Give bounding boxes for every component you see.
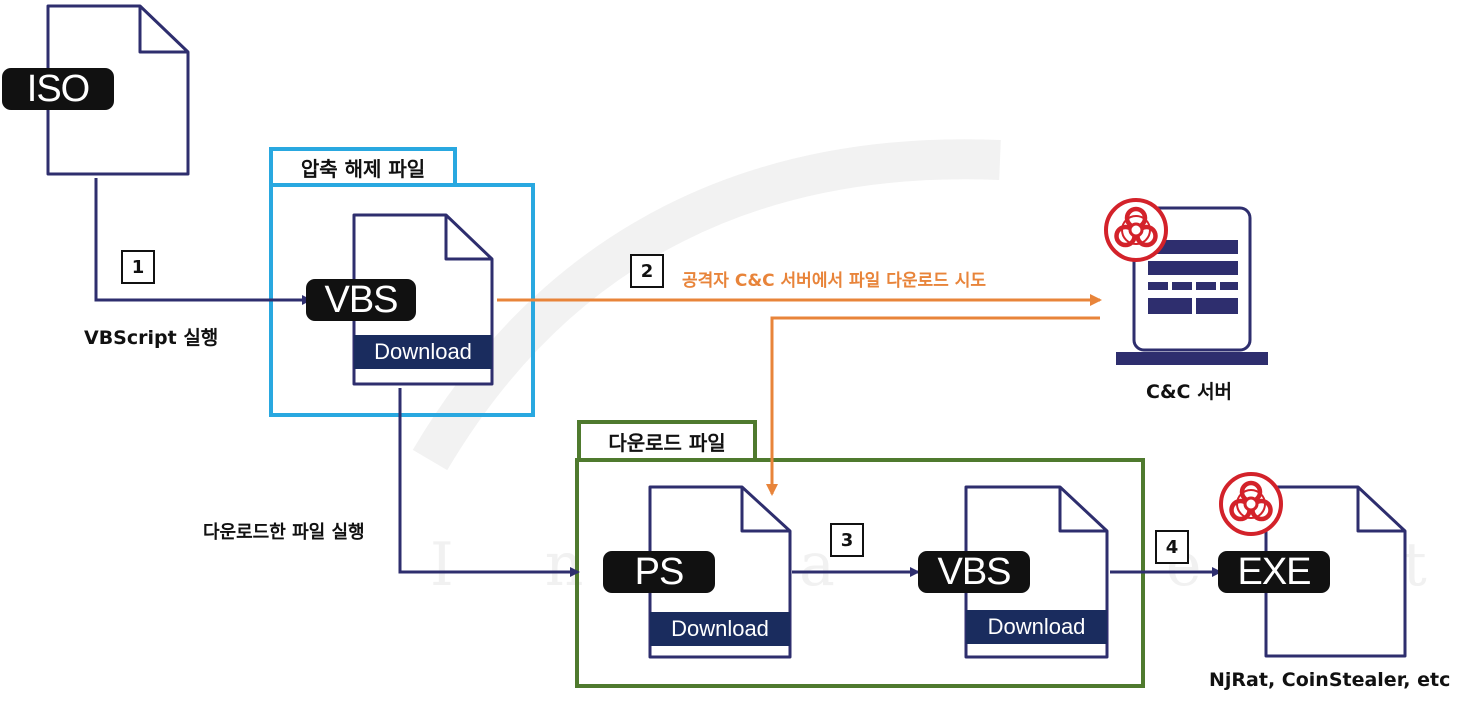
step-2-badge: 2: [630, 254, 664, 288]
step-1-badge: 1: [121, 250, 155, 284]
exec-downloaded-label: 다운로드한 파일 실행: [203, 522, 365, 543]
arrow-iso-to-vbs: [94, 178, 312, 305]
downloaded-group-title: 다운로드 파일: [577, 420, 757, 462]
vbs-file-tag: VBS: [306, 279, 416, 321]
arrow-vbs-to-ps: [398, 388, 580, 577]
exe-document-icon: [1264, 485, 1407, 658]
step-1-label: VBScript 실행: [84, 327, 219, 349]
step-4-badge: 4: [1155, 530, 1189, 564]
download-band: Download: [966, 610, 1107, 644]
download-band: Download: [354, 335, 492, 369]
ps-file-tag: PS: [603, 551, 715, 593]
extracted-group-title: 압축 해제 파일: [269, 147, 457, 187]
server-label: C&C 서버: [1146, 381, 1233, 403]
iso-file-tag: ISO: [2, 68, 114, 110]
arrow-download-response: [766, 316, 1100, 496]
step-2-label: 공격자 C&C 서버에서 파일 다운로드 시도: [682, 271, 986, 291]
biohazard-icon: [1106, 200, 1166, 260]
iso-document-icon: [46, 4, 190, 176]
vbs-downloaded-file-tag: VBS: [918, 551, 1030, 593]
download-band: Download: [650, 612, 790, 646]
result-label: NjRat, CoinStealer, etc: [1209, 669, 1451, 691]
step-3-badge: 3: [830, 523, 864, 557]
exe-file-tag: EXE: [1218, 551, 1330, 593]
biohazard-icon: [1221, 474, 1281, 534]
